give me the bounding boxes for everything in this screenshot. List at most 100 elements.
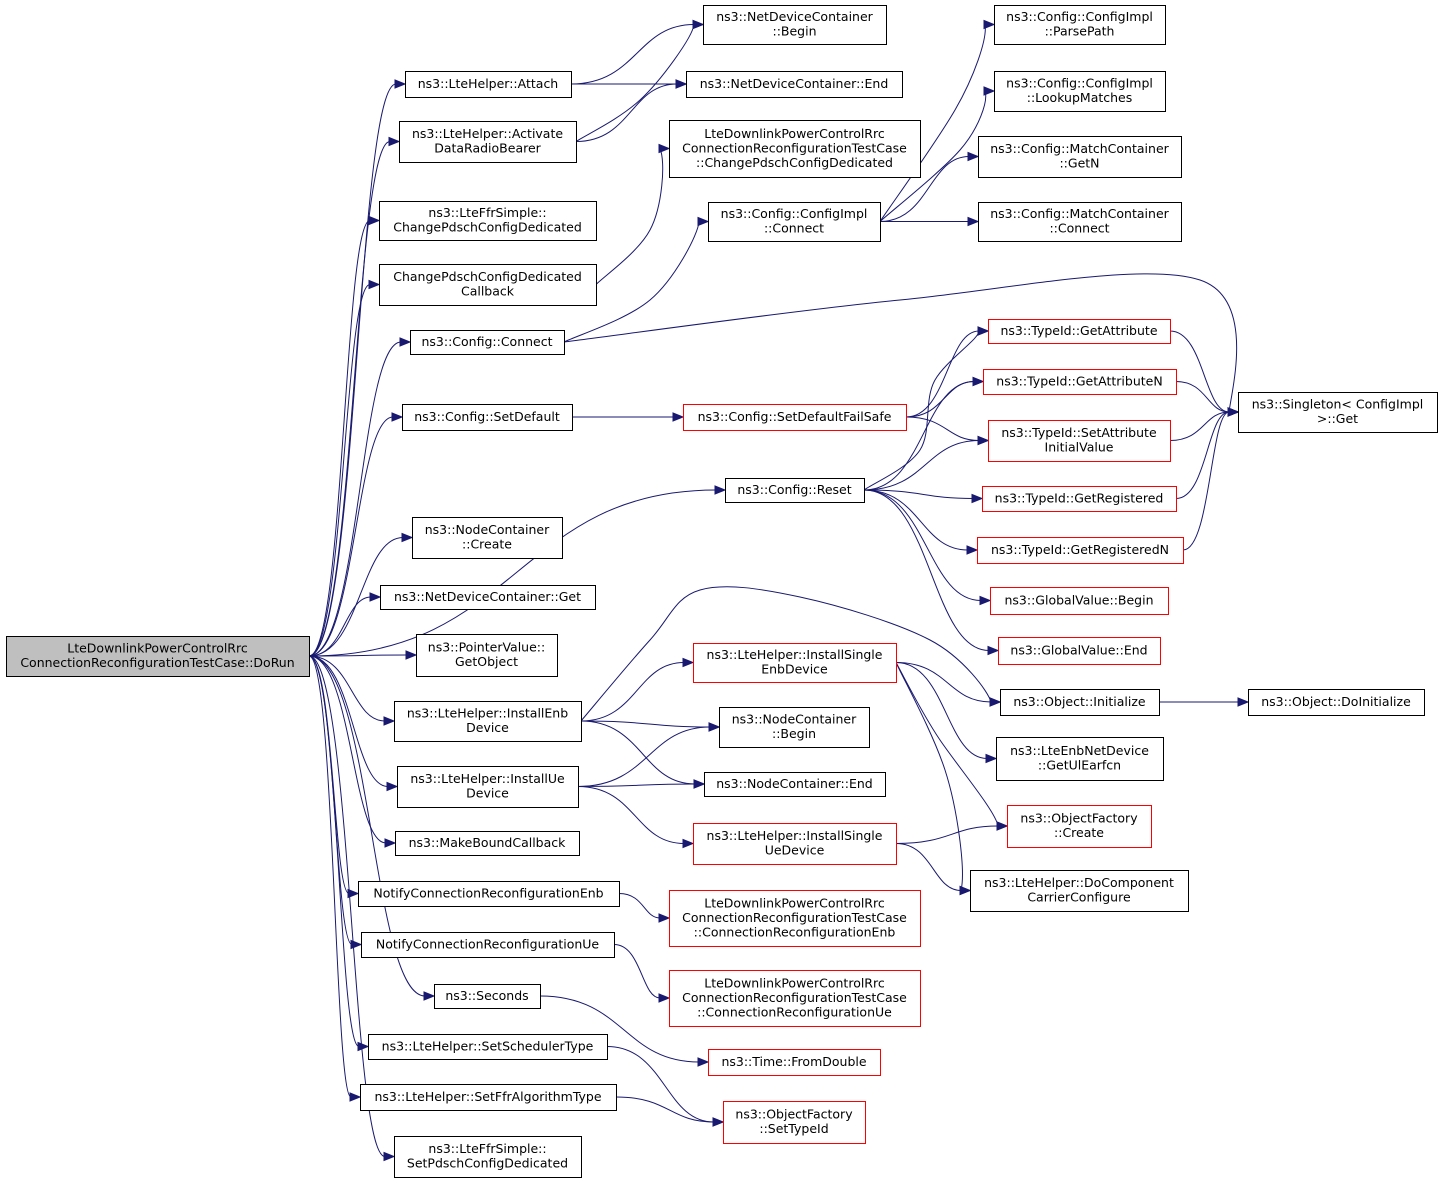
node-doCcc[interactable]: ns3::LteHelper::DoComponentCarrierConfig… xyxy=(970,870,1189,912)
node-label-line: ns3::Config::SetDefault xyxy=(414,409,560,424)
node-enbGetUl[interactable]: ns3::LteEnbNetDevice::GetUlEarfcn xyxy=(996,737,1164,781)
edge-arrowhead xyxy=(697,1057,710,1067)
node-box xyxy=(703,5,887,45)
node-implConnect[interactable]: ns3::Config::ConfigImpl::Connect xyxy=(708,202,881,242)
node-label-line: ::Create xyxy=(462,537,512,552)
node-label-line: ns3::TypeId::GetAttributeN xyxy=(996,373,1162,388)
node-label-line: DataRadioBearer xyxy=(434,141,541,156)
node-ofSetTypeId[interactable]: ns3::ObjectFactory::SetTypeId xyxy=(723,1101,866,1144)
node-ndcBegin[interactable]: ns3::NetDeviceContainer::Begin xyxy=(703,5,887,45)
node-label-line: ns3::GlobalValue::Begin xyxy=(1004,592,1153,607)
node-makeBound[interactable]: ns3::MakeBoundCallback xyxy=(395,831,580,856)
edge-attach-to-ndcBegin xyxy=(570,24,695,85)
node-objDoInit[interactable]: ns3::Object::DoInitialize xyxy=(1248,689,1425,716)
node-tidGetAttrN[interactable]: ns3::TypeId::GetAttributeN xyxy=(983,369,1177,395)
node-box xyxy=(379,201,597,241)
node-label-line: ns3::LteHelper::InstallUe xyxy=(410,771,565,786)
node-box xyxy=(399,121,577,163)
node-singletonGet[interactable]: ns3::Singleton< ConfigImpl>::Get xyxy=(1238,392,1438,433)
node-box xyxy=(1238,392,1438,433)
node-label-line: ns3::Config::MatchContainer xyxy=(990,206,1169,221)
edge-root-to-changeCb xyxy=(308,284,371,657)
node-setFfr[interactable]: ns3::LteHelper::SetFfrAlgorithmType xyxy=(360,1084,617,1111)
node-label-line: ns3::NetDeviceContainer xyxy=(716,9,873,24)
node-ncBegin[interactable]: ns3::NodeContainer::Begin xyxy=(719,707,870,748)
node-box xyxy=(990,587,1169,615)
edge-cfgConnect-to-singletonGet xyxy=(563,273,1238,413)
node-label-line: ConnectionReconfigurationTestCase xyxy=(682,990,907,1005)
edge-root-to-installEnb xyxy=(308,655,386,722)
node-notifyUe[interactable]: NotifyConnectionReconfigurationUe xyxy=(361,932,615,958)
node-ofCreate[interactable]: ns3::ObjectFactory::Create xyxy=(1007,805,1152,848)
node-label-line: ns3::LteFfrSimple:: xyxy=(428,1141,546,1156)
node-cfgReset[interactable]: ns3::Config::Reset xyxy=(725,478,865,503)
edge-installEnb-to-ncEnd xyxy=(580,720,696,785)
node-tidGetAttr[interactable]: ns3::TypeId::GetAttribute xyxy=(988,319,1171,344)
node-ncEnd[interactable]: ns3::NodeContainer::End xyxy=(704,772,886,797)
edge-arrowhead xyxy=(384,838,397,848)
node-setDefault[interactable]: ns3::Config::SetDefault xyxy=(402,404,573,431)
edge-failSafe-to-tidGetAttr xyxy=(905,330,980,418)
node-ndcGet[interactable]: ns3::NetDeviceContainer::Get xyxy=(380,585,596,610)
edge-arrowhead xyxy=(987,645,1000,656)
node-fromDouble[interactable]: ns3::Time::FromDouble xyxy=(708,1049,881,1076)
node-seconds[interactable]: ns3::Seconds xyxy=(434,984,541,1009)
node-label-line: Callback xyxy=(461,284,515,299)
node-tcChange[interactable]: LteDownlinkPowerControlRrcConnectionReco… xyxy=(669,120,921,178)
edge-changeCb-to-tcChange xyxy=(595,148,664,285)
edge-installEnb-to-objInit xyxy=(580,586,992,722)
node-gvBegin[interactable]: ns3::GlobalValue::Begin xyxy=(990,587,1169,615)
node-tidGetReg[interactable]: ns3::TypeId::GetRegistered xyxy=(982,486,1177,512)
node-gvEnd[interactable]: ns3::GlobalValue::End xyxy=(998,637,1161,665)
node-tcUe[interactable]: LteDownlinkPowerControlRrcConnectionReco… xyxy=(669,970,921,1027)
node-ffrSetPdsch[interactable]: ns3::LteFfrSimple::SetPdschConfigDedicat… xyxy=(394,1136,582,1178)
node-cfgConnect[interactable]: ns3::Config::Connect xyxy=(410,330,565,355)
node-ndcEnd[interactable]: ns3::NetDeviceContainer::End xyxy=(686,71,903,98)
node-setSched[interactable]: ns3::LteHelper::SetSchedulerType xyxy=(368,1034,608,1060)
node-parsePath[interactable]: ns3::Config::ConfigImpl::ParsePath xyxy=(994,5,1166,45)
edge-installEnb-to-ncBegin xyxy=(580,720,711,728)
edge-arrowhead xyxy=(350,939,363,950)
node-lookupMatches[interactable]: ns3::Config::ConfigImpl::LookupMatches xyxy=(994,71,1166,112)
node-mcConnect[interactable]: ns3::Config::MatchContainer::Connect xyxy=(978,202,1182,242)
edge-arrowhead xyxy=(692,19,705,30)
edge-tidGetAttr-to-singletonGet xyxy=(1169,330,1230,413)
node-label-line: ns3::LteHelper::DoComponent xyxy=(984,875,1174,890)
edge-notifyUe-to-tcUe xyxy=(613,944,661,999)
node-objInit[interactable]: ns3::Object::Initialize xyxy=(1000,689,1160,716)
node-label-line: ChangePdschConfigDedicated xyxy=(393,220,582,235)
node-box xyxy=(405,71,572,98)
node-label-line: ns3::Config::Reset xyxy=(737,482,851,497)
node-mcGetN[interactable]: ns3::Config::MatchContainer::GetN xyxy=(978,136,1182,178)
edge-implConnect-to-mcGetN xyxy=(879,156,970,222)
node-notifyEnb[interactable]: NotifyConnectionReconfigurationEnb xyxy=(358,881,620,907)
edge-arrowhead xyxy=(383,1151,396,1162)
node-tcEnb[interactable]: LteDownlinkPowerControlRrcConnectionReco… xyxy=(669,890,921,947)
edge-installSingleEnb-to-doCcc xyxy=(895,662,963,891)
node-attach[interactable]: ns3::LteHelper::Attach xyxy=(405,71,572,98)
edge-arrowhead xyxy=(966,545,979,555)
edge-arrowhead xyxy=(349,1092,362,1102)
node-nodeCreate[interactable]: ns3::NodeContainer::Create xyxy=(412,517,563,559)
node-ptrGetObj[interactable]: ns3::PointerValue::GetObject xyxy=(416,634,558,677)
node-tidGetRegN[interactable]: ns3::TypeId::GetRegisteredN xyxy=(977,537,1184,564)
node-failSafe[interactable]: ns3::Config::SetDefaultFailSafe xyxy=(683,404,907,431)
node-label-line: ns3::NodeContainer::End xyxy=(716,776,872,791)
node-box xyxy=(402,404,573,431)
node-label-line: ::GetN xyxy=(1059,156,1099,171)
edge-installEnb-to-installSingleEnb xyxy=(580,662,685,722)
node-label-line: ConnectionReconfigurationTestCase xyxy=(682,140,907,155)
edge-arrowhead xyxy=(347,888,360,899)
edge-arrowhead xyxy=(971,493,984,504)
node-root[interactable]: LteDownlinkPowerControlRrcConnectionReco… xyxy=(6,636,310,677)
edge-arrowhead xyxy=(959,885,972,896)
node-label-line: >::Get xyxy=(1317,411,1358,426)
node-ffrChange[interactable]: ns3::LteFfrSimple::ChangePdschConfigDedi… xyxy=(379,201,597,241)
